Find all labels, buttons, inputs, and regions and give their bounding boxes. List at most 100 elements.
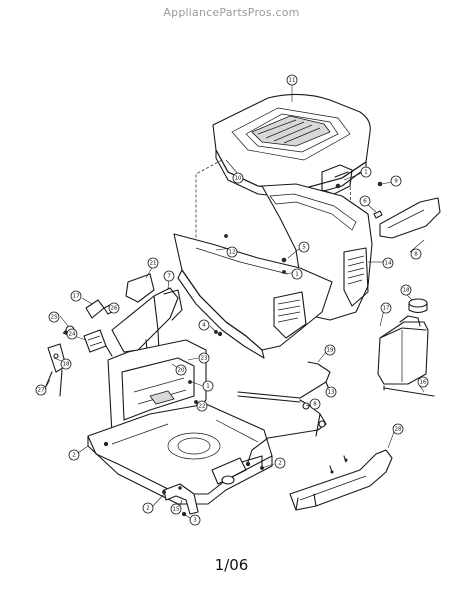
callout-circle	[170, 503, 182, 515]
callout-circle	[196, 400, 208, 412]
callout-circle	[163, 270, 175, 282]
callout-circle	[202, 380, 214, 392]
callout-25: 25	[48, 311, 60, 323]
callout-circle	[382, 257, 394, 269]
callout-label: 2	[278, 460, 282, 466]
callout-label: 2	[146, 505, 150, 511]
callout-circle	[309, 398, 321, 410]
callout-1: 1	[360, 166, 372, 178]
callout-circle	[232, 172, 244, 184]
callout-circle	[410, 248, 422, 260]
callout-17: 17	[380, 302, 392, 314]
callout-circle	[70, 290, 82, 302]
callout-15: 15	[170, 503, 182, 515]
callout-circle	[360, 166, 372, 178]
callout-circle	[325, 386, 337, 398]
callout-label: 1	[364, 169, 368, 175]
callout-8: 8	[410, 248, 422, 260]
callout-28: 28	[392, 423, 404, 435]
callout-circle	[175, 364, 187, 376]
callout-label: 2	[72, 452, 76, 458]
callout-1: 1	[202, 380, 214, 392]
callout-label: 22	[199, 403, 206, 409]
callout-label: 23	[201, 355, 208, 361]
callout-label: 25	[51, 314, 58, 320]
page-number: 1/06	[214, 556, 249, 574]
callout-22: 22	[196, 400, 208, 412]
callout-circle	[226, 246, 238, 258]
callout-2: 2	[68, 449, 80, 461]
callout-label: 5	[302, 244, 306, 250]
callout-23: 23	[198, 352, 210, 364]
callout-label: 4	[202, 322, 206, 328]
callout-label: 8	[313, 401, 317, 407]
callout-circle	[68, 449, 80, 461]
callout-20: 20	[175, 364, 187, 376]
bracket-arm-part	[163, 483, 199, 517]
callout-5: 5	[298, 241, 310, 253]
callout-label: 12	[229, 249, 236, 255]
callout-6: 6	[359, 195, 371, 207]
callout-label: 1	[206, 383, 210, 389]
callout-label: 28	[395, 426, 402, 432]
callout-8: 8	[309, 398, 321, 410]
callout-circle	[291, 268, 303, 280]
watermark: AppliancePartsPros.com	[163, 6, 300, 19]
callout-27: 27	[35, 384, 47, 396]
callout-label: 27	[38, 387, 45, 393]
callout-label: 21	[150, 260, 157, 266]
callout-label: 11	[289, 77, 296, 83]
callout-label: 17	[73, 293, 80, 299]
callout-2: 2	[142, 502, 154, 514]
callout-16: 16	[417, 376, 429, 388]
callout-24: 24	[66, 328, 78, 340]
fuel-line-rod	[383, 387, 435, 397]
chassis-frame-part	[87, 403, 273, 505]
callout-circle	[198, 352, 210, 364]
callout-1: 1	[291, 268, 303, 280]
callout-circle	[400, 284, 412, 296]
callout-14: 14	[382, 257, 394, 269]
callout-circle	[35, 384, 47, 396]
front-bumper-part	[289, 449, 393, 511]
callout-circle	[417, 376, 429, 388]
callout-circle	[198, 319, 210, 331]
callout-2: 2	[274, 457, 286, 469]
callout-9: 9	[390, 175, 402, 187]
hood-part	[212, 93, 371, 199]
callout-3: 3	[189, 514, 201, 526]
callout-label: 15	[173, 506, 180, 512]
callout-label: 6	[363, 198, 367, 204]
callout-circle	[147, 257, 159, 269]
callout-19: 19	[324, 344, 336, 356]
callout-label: 10	[235, 175, 242, 181]
callout-circle	[324, 344, 336, 356]
callout-circle	[189, 514, 201, 526]
dash-panel-part	[111, 273, 183, 379]
callout-10: 10	[232, 172, 244, 184]
callout-26: 26	[108, 302, 120, 314]
callout-label: 19	[327, 347, 334, 353]
grille-surround-part	[261, 183, 373, 321]
callout-circle	[359, 195, 371, 207]
callout-label: 24	[69, 331, 76, 337]
callout-7: 7	[163, 270, 175, 282]
callout-circle	[108, 302, 120, 314]
callout-18: 18	[400, 284, 412, 296]
callout-bubbles: 1110196812511421717262524423201827122181…	[35, 74, 429, 526]
callout-17: 17	[70, 290, 82, 302]
callout-circle	[274, 457, 286, 469]
front-nose-part	[173, 233, 333, 359]
steering-linkage-part	[237, 361, 331, 463]
callout-18: 18	[60, 358, 72, 370]
side-trim-part	[379, 197, 441, 239]
callout-label: 26	[111, 305, 118, 311]
callout-label: 13	[328, 389, 335, 395]
callout-circle	[390, 175, 402, 187]
callout-11: 11	[286, 74, 298, 86]
callout-label: 18	[403, 287, 410, 293]
callout-circle	[286, 74, 298, 86]
callout-label: 14	[385, 260, 392, 266]
